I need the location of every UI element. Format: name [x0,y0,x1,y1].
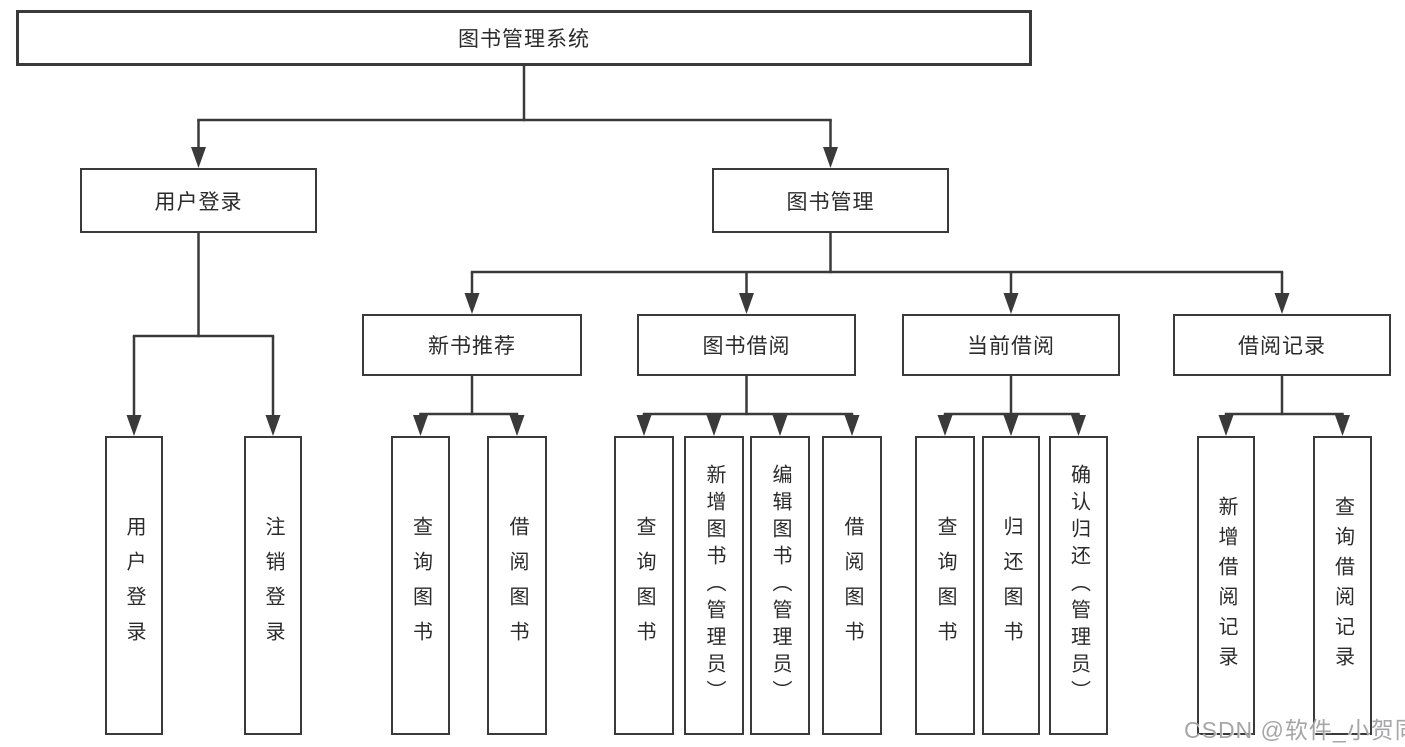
node-library-management-system: 图书管理系统 [16,10,1032,66]
leaf-label: 用户登录 [123,515,145,656]
leaf-return-book: 归还图书 [982,436,1040,735]
node-book-management: 图书管理 [712,168,949,233]
leaf-label: 编辑图书（管理员） [769,464,791,707]
leaf-edit-book-admin: 编辑图书（管理员） [750,436,810,735]
leaf-label: 新增借阅记录 [1215,495,1237,676]
node-label: 用户登录 [154,190,243,214]
node-book-borrow: 图书借阅 [637,314,856,376]
leaf-borrow-books: 借阅图书 [822,436,882,735]
node-label: 图书管理系统 [458,28,590,51]
node-current-borrow: 当前借阅 [902,314,1120,376]
leaf-label: 归还图书 [1000,515,1022,656]
node-label: 借阅记录 [1238,335,1326,358]
leaf-query-books-current: 查询图书 [915,436,975,735]
node-new-book-recommend: 新书推荐 [362,314,582,376]
node-label: 图书借阅 [702,335,791,358]
leaf-label: 查询图书 [934,515,956,656]
leaf-user-login: 用户登录 [105,436,163,735]
node-label: 新书推荐 [428,335,516,358]
arrowhead-icons [126,147,1350,436]
leaf-label: 查询图书 [409,515,432,656]
leaf-label: 查询借阅记录 [1331,495,1354,676]
node-label: 图书管理 [786,190,875,214]
leaf-borrow-books-recommend: 借阅图书 [487,436,547,735]
leaf-label: 借阅图书 [506,515,528,656]
leaf-query-books-recommend: 查询图书 [391,436,450,735]
leaf-query-books-borrow: 查询图书 [614,436,674,735]
leaf-label: 借阅图书 [841,515,863,656]
leaf-logout: 注销登录 [244,436,302,735]
node-label: 当前借阅 [967,335,1055,358]
node-user-login: 用户登录 [80,168,317,233]
leaf-label: 确认归还（管理员） [1067,464,1090,707]
leaf-confirm-return-admin: 确认归还（管理员） [1049,436,1108,735]
watermark: CSDN @软件_小贺同学 [1184,717,1405,743]
leaf-label: 新增图书（管理员） [703,464,725,707]
node-borrow-records: 借阅记录 [1173,314,1391,376]
leaf-label: 注销登录 [262,515,284,656]
leaf-label: 查询图书 [633,515,655,656]
leaf-query-borrow-record: 查询借阅记录 [1313,436,1372,735]
leaf-add-borrow-record: 新增借阅记录 [1197,436,1255,735]
leaf-add-book-admin: 新增图书（管理员） [684,436,744,735]
